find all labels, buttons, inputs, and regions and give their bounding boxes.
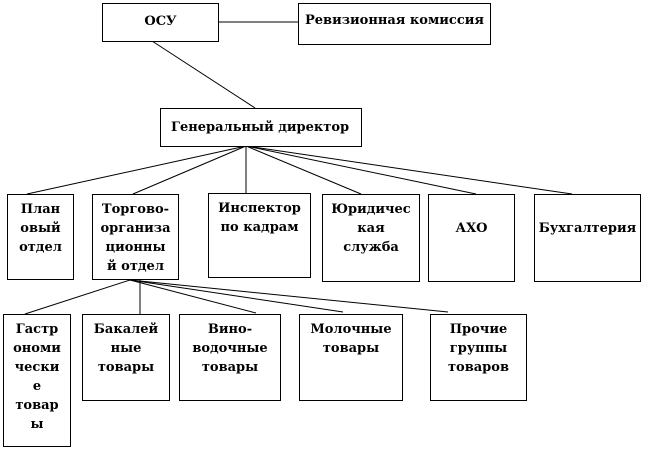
node-accounting: Бухгалтерия	[534, 194, 641, 282]
node-planning-dept-label: План овый отдел	[19, 202, 62, 255]
node-wine-goods: Вино- водочные товары	[179, 314, 281, 401]
edge-gendir-legal	[245, 145, 362, 195]
edge-trade-wine	[129, 279, 257, 314]
edge-gendir-plan	[26, 145, 247, 195]
node-aho: АХО	[428, 194, 515, 282]
node-legal-service-label: Юридичес кая служба	[331, 202, 411, 255]
node-legal-service: Юридичес кая служба	[322, 194, 420, 282]
node-osu: ОСУ	[102, 3, 219, 42]
node-dairy-goods: Молочные товары	[299, 314, 403, 401]
node-trade-org-dept: Торгово- организа ционны й отдел	[92, 194, 179, 280]
node-revision-commission-label: Ревизионная комиссия	[305, 13, 484, 28]
node-other-goods: Прочие группы товаров	[430, 314, 527, 401]
edge-trade-other	[129, 279, 449, 313]
node-grocery-goods-label: Бакалей ные товары	[93, 322, 159, 375]
node-aho-label: АХО	[455, 221, 488, 236]
edge-gendir-accounting	[245, 145, 573, 195]
node-accounting-label: Бухгалтерия	[538, 221, 637, 236]
edge-trade-dairy	[129, 279, 344, 313]
node-gastro-goods-label: Гастр ономи чески е товар ы	[13, 322, 61, 432]
node-trade-org-dept-label: Торгово- организа ционны й отдел	[100, 202, 171, 274]
node-revision-commission: Ревизионная комиссия	[298, 3, 491, 45]
node-general-director: Генеральный директор	[160, 108, 362, 147]
node-grocery-goods: Бакалей ные товары	[82, 314, 170, 401]
edge-gendir-aho	[245, 145, 477, 195]
node-osu-label: ОСУ	[144, 14, 177, 29]
node-gastro-goods: Гастр ономи чески е товар ы	[3, 314, 71, 447]
node-wine-goods-label: Вино- водочные товары	[192, 322, 268, 375]
node-hr-inspector: Инспектор по кадрам	[208, 193, 311, 278]
node-hr-inspector-label: Инспектор по кадрам	[218, 201, 301, 235]
node-other-goods-label: Прочие группы товаров	[448, 322, 509, 375]
node-dairy-goods-label: Молочные товары	[310, 322, 392, 356]
edge-trade-gastro	[24, 279, 131, 315]
node-planning-dept: План овый отдел	[7, 194, 74, 280]
edge-osu-gendir	[151, 40, 256, 109]
edge-gendir-trade	[132, 145, 247, 195]
node-general-director-label: Генеральный директор	[171, 120, 350, 135]
